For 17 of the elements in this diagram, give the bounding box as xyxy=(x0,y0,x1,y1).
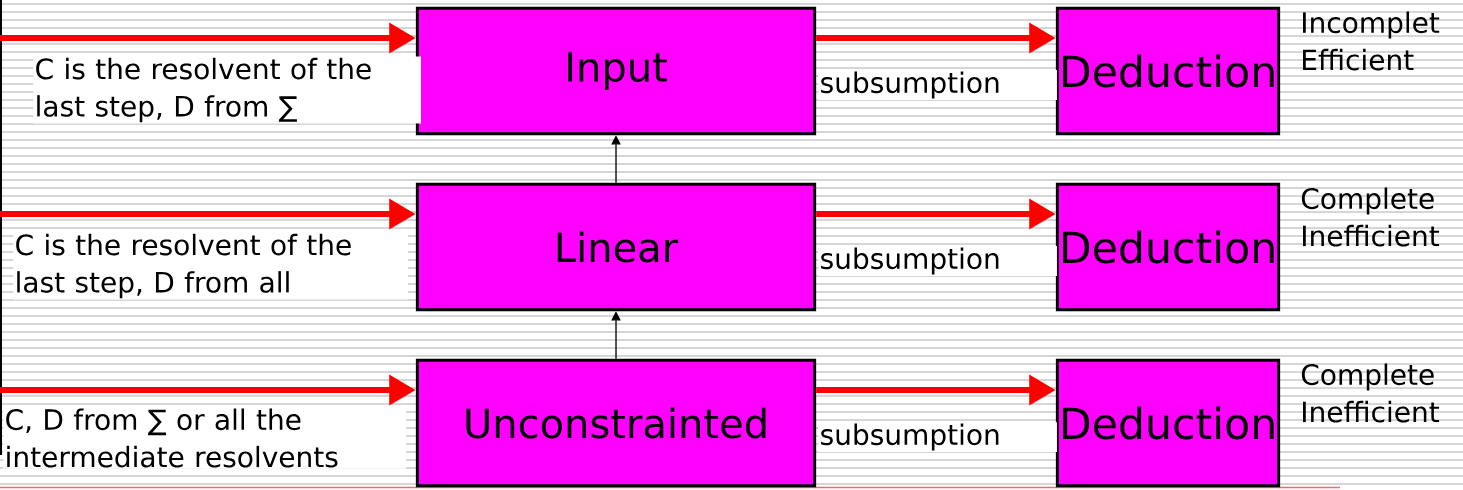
status-text: Complete Inefficient xyxy=(1301,363,1440,423)
status-text: Incomplet Efficient xyxy=(1303,11,1440,71)
edge-label: C is the resolvent of the last step, D from ∑ xyxy=(36,57,371,123)
process-box: Linear xyxy=(415,182,817,312)
process-box: Unconstrainted xyxy=(415,358,817,488)
arrow xyxy=(611,311,621,360)
process-box: Input xyxy=(415,6,817,136)
process-box: Deduction xyxy=(1055,358,1281,488)
edge-label: subsumption xyxy=(821,423,999,451)
process-box: Deduction xyxy=(1055,182,1281,312)
edge-label: C is the resolvent of the last step, D from all xyxy=(16,233,351,299)
arrow xyxy=(611,135,621,184)
edge-label: subsumption xyxy=(821,247,999,275)
edge-label: C, D from ∑ or all the intermediate resolvents xyxy=(6,408,338,468)
process-box: Deduction xyxy=(1055,6,1281,136)
status-text: Complete Inefficient xyxy=(1301,187,1440,247)
edge-label: subsumption xyxy=(821,71,999,99)
